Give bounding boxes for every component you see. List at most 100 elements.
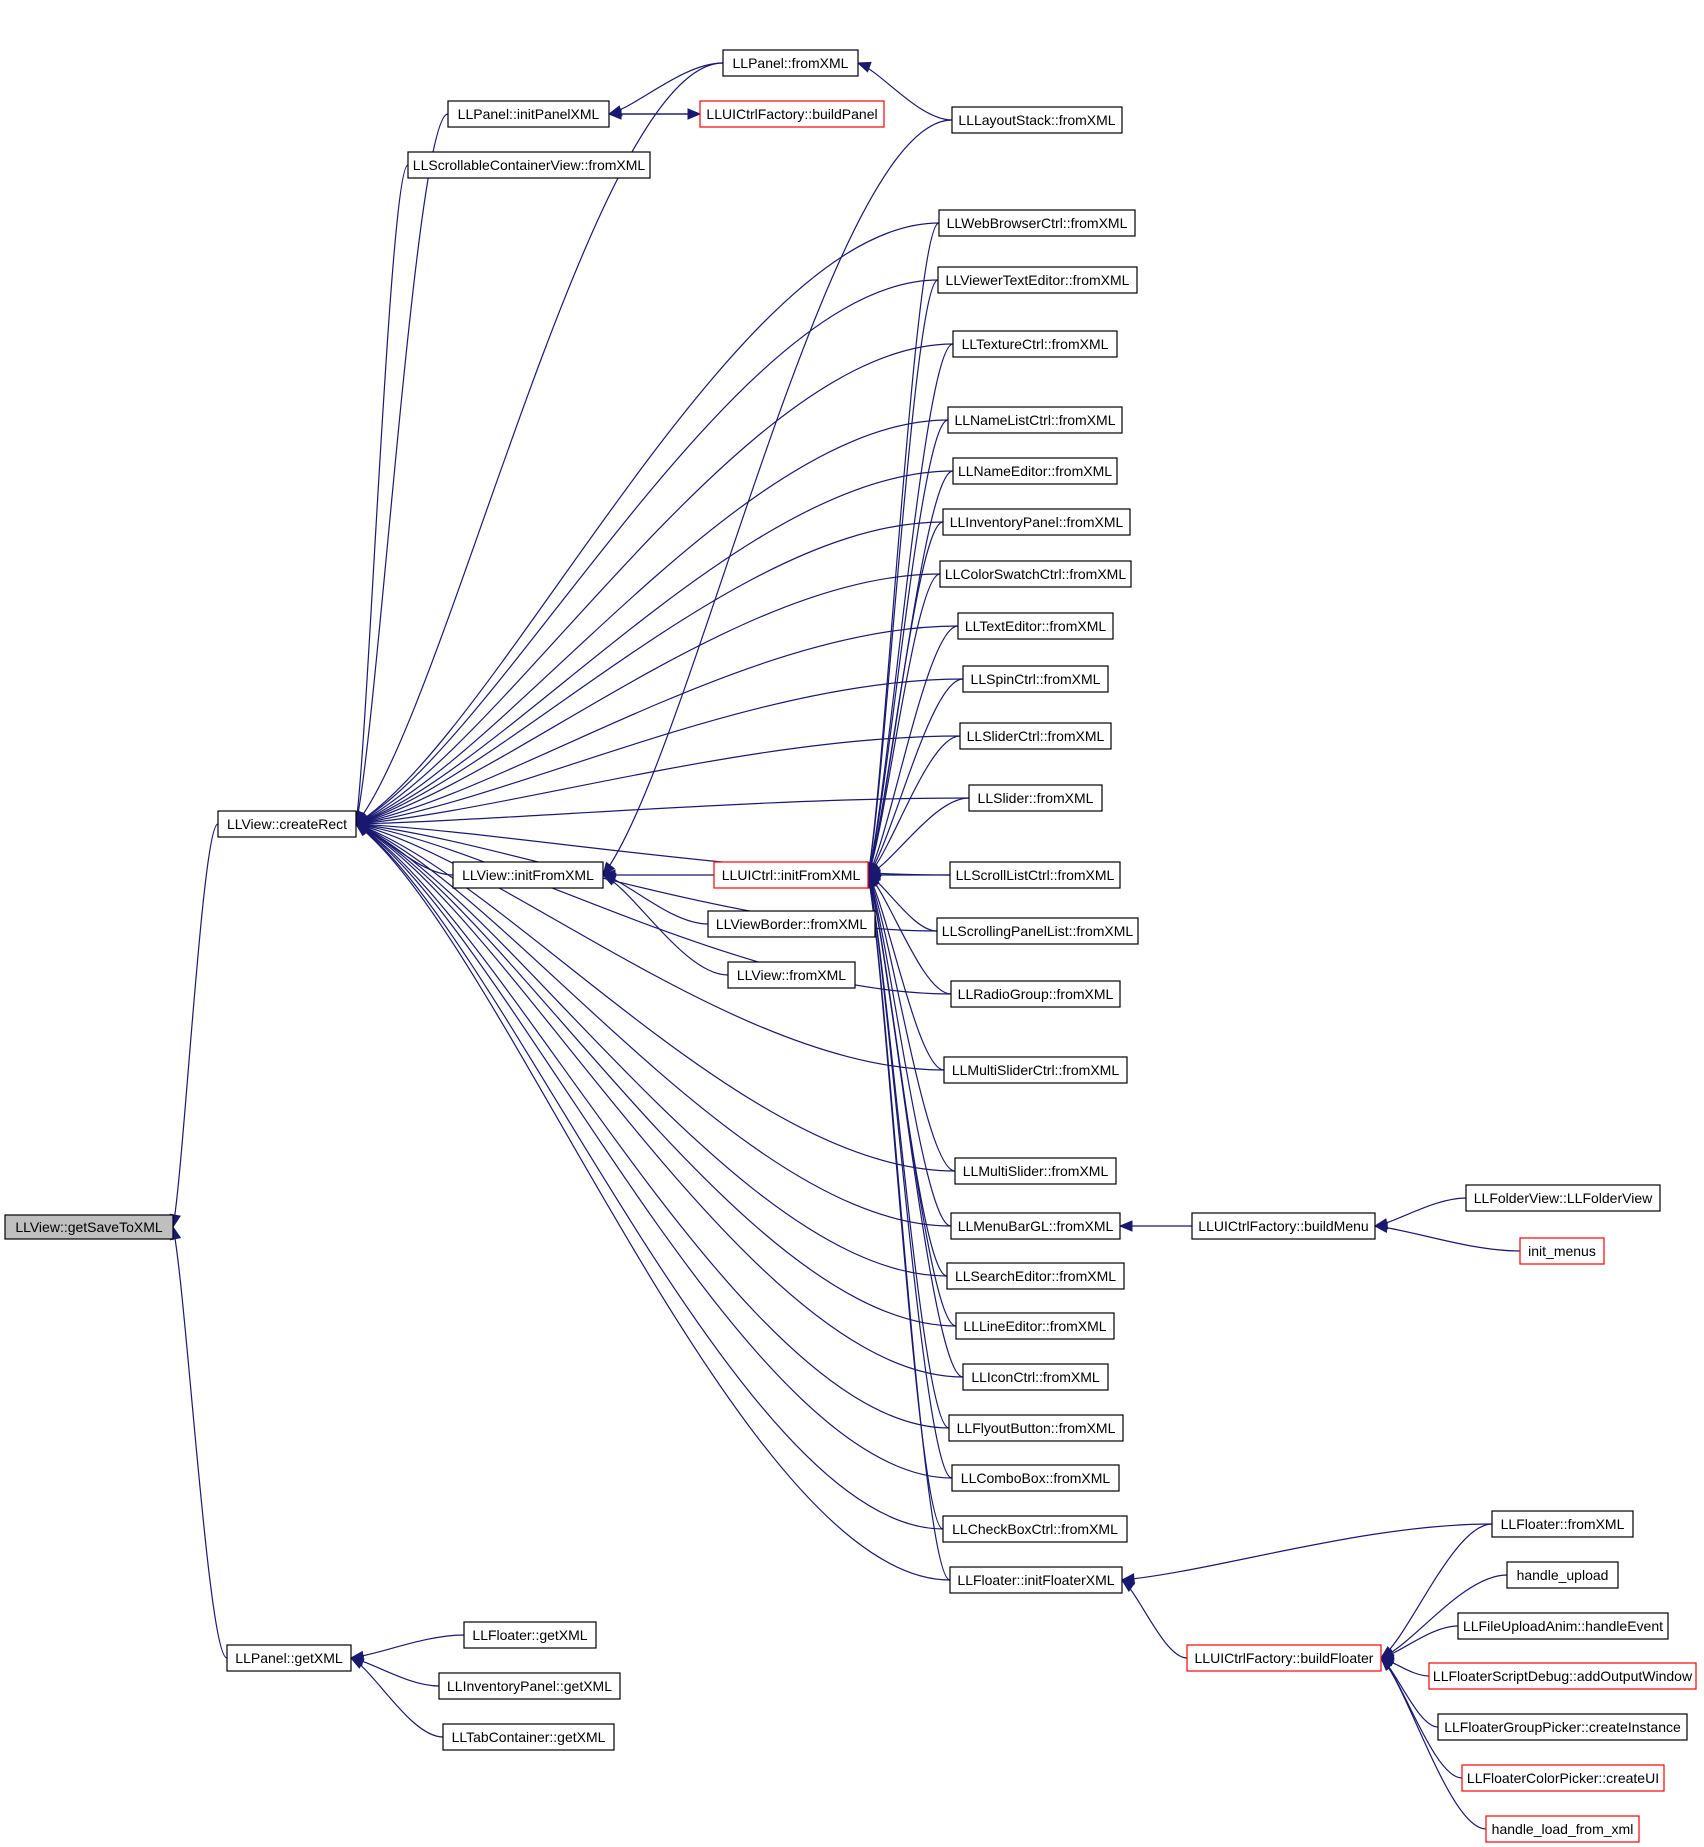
node-sliderCtrl[interactable]: LLSliderCtrl::fromXML <box>959 722 1112 750</box>
node-multiSliderCtrl[interactable]: LLMultiSliderCtrl::fromXML <box>943 1056 1128 1084</box>
edge-webBrowser-to-createRect <box>355 222 940 825</box>
node-box <box>407 151 651 179</box>
node-initFloaterXML[interactable]: LLFloater::initFloaterXML <box>949 1566 1123 1594</box>
node-lineEditor[interactable]: LLLineEditor::fromXML <box>955 1312 1115 1340</box>
node-getSaveToXML[interactable]: LLView::getSaveToXML <box>4 1214 174 1240</box>
node-box <box>1461 1764 1665 1792</box>
node-box <box>1465 1184 1661 1212</box>
node-box <box>936 917 1139 945</box>
edge-handleUpload-to-buildFloater <box>1380 1574 1508 1659</box>
node-box <box>713 861 869 889</box>
edge-colorSwatch-to-uictrlInitFromXML <box>867 573 941 876</box>
node-box <box>452 861 604 889</box>
node-searchEditor[interactable]: LLSearchEditor::fromXML <box>946 1262 1125 1290</box>
node-spinCtrl[interactable]: LLSpinCtrl::fromXML <box>962 665 1109 693</box>
node-colorSwatch[interactable]: LLColorSwatchCtrl::fromXML <box>939 560 1132 588</box>
edge-sliderCtrl-to-createRect <box>355 735 961 825</box>
node-handleUpload[interactable]: handle_upload <box>1506 1561 1619 1589</box>
node-panelFromXML[interactable]: LLPanel::fromXML <box>722 49 859 77</box>
edge-nameListCtrl-to-createRect <box>355 419 949 825</box>
arrowhead-handleLoad-to-buildFloater <box>1380 1657 1394 1671</box>
node-viewerTextEditor[interactable]: LLViewerTextEditor::fromXML <box>937 266 1138 294</box>
node-slider[interactable]: LLSlider::fromXML <box>968 784 1103 812</box>
node-inventoryPanel[interactable]: LLInventoryPanel::fromXML <box>942 508 1131 536</box>
node-fileUploadAnim[interactable]: LLFileUploadAnim::handleEvent <box>1457 1612 1669 1640</box>
edge-flyoutButton-to-createRect <box>355 823 950 1429</box>
node-scriptDebug[interactable]: LLFloaterScriptDebug::addOutputWindow <box>1428 1662 1697 1690</box>
node-label: LLTabContainer::getXML <box>452 1729 606 1745</box>
edge-initFloaterXML-to-uictrlInitFromXML <box>867 874 951 1581</box>
node-box <box>951 106 1123 134</box>
node-box <box>4 1214 174 1240</box>
node-textEditor[interactable]: LLTextEditor::fromXML <box>957 612 1114 640</box>
node-label: LLFloaterColorPicker::createUI <box>1467 1770 1659 1786</box>
node-buildFloater[interactable]: LLUICtrlFactory::buildFloater <box>1186 1644 1382 1672</box>
node-menuBarGL[interactable]: LLMenuBarGL::fromXML <box>950 1212 1121 1240</box>
node-box <box>1437 1713 1688 1741</box>
node-nameListCtrl[interactable]: LLNameListCtrl::fromXML <box>947 406 1123 434</box>
node-floaterGetXML[interactable]: LLFloater::getXML <box>463 1621 597 1649</box>
node-box <box>722 49 859 77</box>
node-box <box>447 100 610 128</box>
node-uictrlInitFromXML[interactable]: LLUICtrl::initFromXML <box>713 861 869 889</box>
node-folderView[interactable]: LLFolderView::LLFolderView <box>1465 1184 1661 1212</box>
node-multiSlider[interactable]: LLMultiSlider::fromXML <box>954 1157 1117 1185</box>
node-webBrowser[interactable]: LLWebBrowserCtrl::fromXML <box>938 209 1136 237</box>
edge-floaterGetXML-to-getXML <box>350 1634 465 1659</box>
node-label: LLViewBorder::fromXML <box>716 916 867 932</box>
node-groupPicker[interactable]: LLFloaterGroupPicker::createInstance <box>1437 1713 1688 1741</box>
edge-viewFromXML-to-viewInitFromXML <box>602 874 729 976</box>
node-label: LLScrollListCtrl::fromXML <box>956 867 1115 883</box>
node-initMenus[interactable]: init_menus <box>1519 1237 1605 1265</box>
arrowhead-initPanelXML-to-buildPanel <box>687 108 702 120</box>
node-flyoutButton[interactable]: LLFlyoutButton::fromXML <box>948 1414 1124 1442</box>
node-getXML[interactable]: LLPanel::getXML <box>226 1644 352 1672</box>
node-tabGetXML[interactable]: LLTabContainer::getXML <box>442 1723 615 1751</box>
node-box <box>955 1312 1115 1340</box>
node-box <box>1519 1237 1605 1265</box>
node-box <box>939 560 1132 588</box>
node-textureCtrl[interactable]: LLTextureCtrl::fromXML <box>952 330 1118 358</box>
node-nameEditor[interactable]: LLNameEditor::fromXML <box>952 457 1118 485</box>
node-label: LLSliderCtrl::fromXML <box>967 728 1105 744</box>
node-label: LLView::getSaveToXML <box>15 1219 163 1235</box>
edge-folderView-to-buildMenu <box>1374 1197 1467 1227</box>
node-layer: LLView::getSaveToXMLLLView::createRectLL… <box>4 49 1697 1843</box>
node-checkBoxCtrl[interactable]: LLCheckBoxCtrl::fromXML <box>942 1515 1128 1543</box>
node-label: LLUICtrl::initFromXML <box>722 867 861 883</box>
node-handleLoad[interactable]: handle_load_from_xml <box>1485 1815 1640 1843</box>
node-viewBorder[interactable]: LLViewBorder::fromXML <box>707 910 876 938</box>
node-buildMenu[interactable]: LLUICtrlFactory::buildMenu <box>1191 1212 1376 1240</box>
node-scrollContainer[interactable]: LLScrollableContainerView::fromXML <box>407 151 651 179</box>
node-box <box>727 961 856 989</box>
node-box <box>962 665 1109 693</box>
node-scrollListCtrl[interactable]: LLScrollListCtrl::fromXML <box>949 861 1121 889</box>
edge-inventoryPanel-to-createRect <box>355 521 944 825</box>
node-label: LLPanel::initPanelXML <box>458 106 600 122</box>
node-box <box>952 457 1118 485</box>
node-initPanelXML[interactable]: LLPanel::initPanelXML <box>447 100 610 128</box>
node-floaterFromXML[interactable]: LLFloater::fromXML <box>1491 1510 1634 1538</box>
node-inventoryGetXML[interactable]: LLInventoryPanel::getXML <box>438 1672 621 1700</box>
node-radioGroup[interactable]: LLRadioGroup::fromXML <box>950 980 1121 1008</box>
node-label: LLRadioGroup::fromXML <box>958 986 1114 1002</box>
node-createRect[interactable]: LLView::createRect <box>217 810 357 838</box>
node-box <box>1485 1815 1640 1843</box>
node-comboBox[interactable]: LLComboBox::fromXML <box>951 1464 1120 1492</box>
edge-scrollContainer-to-createRect <box>355 164 409 825</box>
node-iconCtrl[interactable]: LLIconCtrl::fromXML <box>962 1363 1109 1391</box>
node-viewInitFromXML[interactable]: LLView::initFromXML <box>452 861 604 889</box>
node-buildPanel[interactable]: LLUICtrlFactory::buildPanel <box>699 100 885 128</box>
node-layoutStack[interactable]: LLLayoutStack::fromXML <box>951 106 1123 134</box>
edge-inventoryGetXML-to-getXML <box>350 1657 440 1687</box>
edge-menuBarGL-to-createRect <box>355 823 952 1227</box>
node-scrollingPanelList[interactable]: LLScrollingPanelList::fromXML <box>936 917 1139 945</box>
edge-viewerTextEditor-to-uictrlInitFromXML <box>867 279 939 876</box>
arrowhead-initFloaterXML-to-createRect <box>354 823 370 837</box>
edge-colorSwatch-to-createRect <box>355 573 941 825</box>
node-box <box>946 1262 1125 1290</box>
edge-initPanelXML-to-createRect <box>355 113 449 825</box>
node-viewFromXML[interactable]: LLView::fromXML <box>727 961 856 989</box>
node-colorPicker[interactable]: LLFloaterColorPicker::createUI <box>1461 1764 1665 1792</box>
node-box <box>438 1672 621 1700</box>
